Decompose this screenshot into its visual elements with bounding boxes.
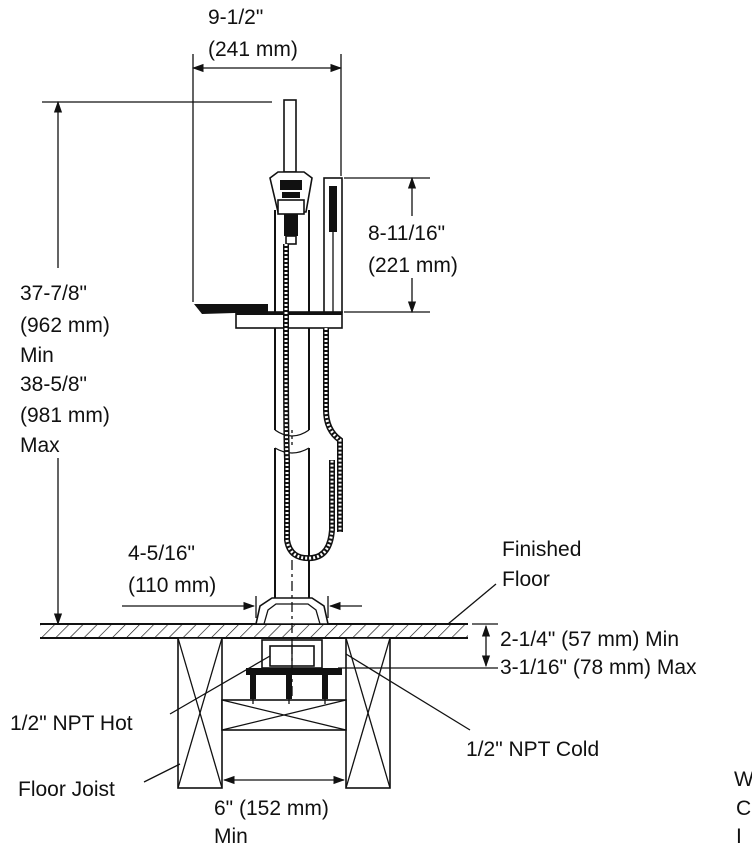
base-imperial: 4-5/16" xyxy=(128,542,195,565)
joist-spacing-value: 6" (152 mm) xyxy=(214,797,329,820)
handshower-metric: (221 mm) xyxy=(368,254,458,277)
cold-supply-label: 1/2" NPT Cold xyxy=(466,738,599,761)
handshower xyxy=(323,177,343,313)
top-width-metric: (241 mm) xyxy=(208,38,298,61)
dimension-base xyxy=(122,596,362,618)
faucet-head xyxy=(269,99,313,245)
blocking xyxy=(221,699,347,731)
dimension-depth xyxy=(338,623,498,669)
hot-supply-label: 1/2" NPT Hot xyxy=(10,712,133,735)
floor-joist-leader xyxy=(143,763,181,783)
base-metric: (110 mm) xyxy=(128,574,216,597)
joist-spacing-label: Min xyxy=(214,825,248,848)
height-max-label: Max xyxy=(20,434,60,457)
height-max-imperial: 38-5/8" xyxy=(20,373,87,396)
handshower-hose xyxy=(283,244,343,562)
finished-floor xyxy=(40,623,468,639)
handshower-imperial: 8-11/16" xyxy=(368,222,445,245)
edge-fragment-3: I xyxy=(736,825,742,848)
mounting-bracket xyxy=(246,639,342,704)
dimension-top-width xyxy=(191,54,343,302)
hot-leader xyxy=(169,655,271,715)
lag-bolt xyxy=(286,675,292,704)
finished-floor-label-line1: Finished xyxy=(502,538,581,561)
depth-max: 3-1/16" (78 mm) Max xyxy=(500,656,697,679)
lag-bolt xyxy=(250,675,256,704)
top-width-imperial: 9-1/2" xyxy=(208,6,263,29)
height-max-metric: (981 mm) xyxy=(20,404,110,427)
edge-fragment-2: C xyxy=(736,797,751,820)
height-min-imperial: 37-7/8" xyxy=(20,282,87,305)
floor-joist-left xyxy=(177,637,223,789)
lag-bolt xyxy=(322,675,328,704)
cold-leader xyxy=(345,653,471,731)
height-min-label: Min xyxy=(20,344,54,367)
finished-floor-leader xyxy=(447,583,497,625)
floor-joist-label: Floor Joist xyxy=(18,778,115,801)
finished-floor-label-line2: Floor xyxy=(502,568,550,591)
floor-joist-right xyxy=(345,637,391,789)
depth-min: 2-1/4" (57 mm) Min xyxy=(500,628,679,651)
height-min-metric: (962 mm) xyxy=(20,314,110,337)
edge-fragment-1: W xyxy=(734,768,752,791)
